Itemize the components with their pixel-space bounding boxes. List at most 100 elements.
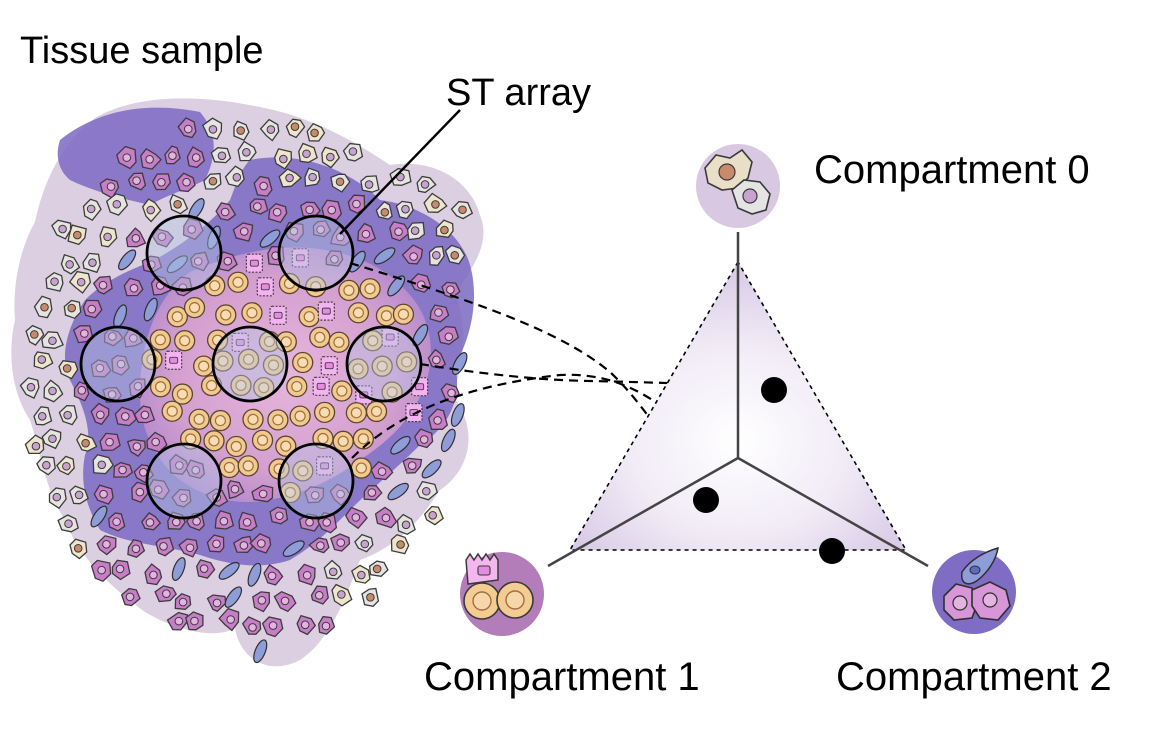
cell-nucleus [253, 202, 262, 211]
cell-nucleus [107, 390, 117, 399]
array-spot [211, 325, 289, 403]
cell-nucleus [357, 570, 366, 580]
cell-nucleus [450, 251, 460, 260]
cell-nucleus [132, 442, 142, 451]
cell-nucleus [230, 440, 242, 453]
cell-nucleus [223, 461, 235, 474]
cell-nucleus [145, 518, 155, 527]
cell-nucleus [37, 355, 47, 364]
cell-nucleus [88, 258, 97, 267]
cell-nucleus [232, 172, 242, 182]
compartment-1-label: Compartment 1 [424, 655, 700, 699]
cell-nucleus [67, 303, 77, 313]
cell-nucleus [175, 461, 184, 470]
cell-nucleus [407, 461, 417, 470]
cell-nucleus [115, 564, 125, 574]
cell-nucleus [376, 360, 388, 372]
cell-nucleus [179, 493, 188, 503]
cell-nucleus [125, 592, 135, 602]
cell-nucleus [96, 410, 105, 420]
array-spot [79, 325, 157, 403]
cell-nucleus [401, 356, 413, 368]
cell-nucleus [246, 307, 258, 319]
cell-nucleus [432, 355, 441, 365]
cell-nucleus [40, 302, 49, 312]
cell-nucleus [42, 460, 51, 470]
cell-nucleus [284, 486, 296, 499]
cell-nucleus [131, 234, 141, 243]
fibroblast-cell [450, 403, 465, 427]
cell-nucleus [129, 333, 138, 343]
cell-nucleus [330, 255, 339, 264]
cell-nucleus [62, 364, 72, 373]
cell-nucleus [317, 432, 329, 445]
cell-nucleus [385, 333, 395, 341]
arrow-spot-mid-right [419, 362, 750, 392]
fibroblast-cell [259, 229, 281, 248]
cell-nucleus [74, 490, 84, 500]
cell-nucleus [377, 467, 387, 476]
cell-nucleus [357, 433, 369, 445]
fibroblast-cell [282, 540, 305, 558]
cell-nucleus [333, 336, 345, 348]
cell-nucleus [214, 414, 227, 427]
cell-nucleus [226, 615, 235, 624]
cell-nucleus [361, 229, 371, 239]
cell-nucleus [247, 413, 259, 425]
cell-nucleus [256, 434, 269, 446]
cell-nucleus [351, 513, 361, 522]
cell-nucleus [348, 147, 358, 156]
fibroblast-cell [373, 247, 396, 265]
cell-nucleus [64, 519, 73, 529]
cell-nucleus [223, 256, 233, 266]
cell-nucleus [337, 590, 346, 599]
cell-nucleus [108, 332, 117, 341]
cell-nucleus [208, 125, 218, 134]
cell-nucleus [105, 437, 114, 447]
cell-nucleus [297, 465, 309, 477]
fibroblast-cell [90, 505, 108, 528]
cell-nucleus [242, 518, 252, 527]
cell-nucleus [321, 307, 331, 315]
cell-nucleus [302, 149, 311, 159]
cell-nucleus [208, 176, 218, 186]
compartment-2-label: Compartment 2 [836, 655, 1112, 699]
cell-nucleus [80, 329, 89, 338]
cell-nucleus [314, 331, 326, 343]
fibroblast-cell [412, 323, 429, 347]
cell-nucleus [364, 180, 374, 189]
cell-nucleus [263, 335, 276, 348]
cell-nucleus [289, 226, 299, 236]
cell-nucleus [37, 412, 47, 421]
cell-nucleus [97, 460, 107, 470]
cell-nucleus [397, 308, 410, 320]
cell-nucleus [198, 360, 210, 372]
cell-nucleus [112, 199, 122, 209]
cell-nucleus [173, 200, 182, 209]
mixture-point [819, 538, 845, 564]
cell-nucleus [98, 280, 108, 290]
cell-nucleus [242, 460, 254, 472]
cell-nucleus [433, 416, 442, 425]
cell-nucleus [446, 285, 455, 295]
cell-nucleus [174, 616, 184, 626]
cell-nucleus [396, 540, 405, 549]
cell-nucleus [266, 125, 276, 134]
cell-nucleus [401, 520, 411, 530]
cell-nucleus [208, 435, 220, 447]
cell-nucleus [259, 181, 268, 191]
cell-nucleus [212, 598, 222, 608]
cell-nucleus [133, 381, 143, 391]
cell-nucleus [191, 153, 201, 162]
compartment-0-label: Compartment 0 [814, 148, 1090, 192]
cell-nucleus [380, 310, 393, 322]
cell-nucleus [168, 151, 177, 160]
cell-nucleus [149, 570, 158, 580]
cell-nucleus [336, 385, 348, 397]
cell-nucleus [239, 541, 249, 550]
cell-nucleus [415, 383, 425, 391]
cell-nucleus [314, 591, 324, 600]
cell-nucleus [381, 513, 391, 523]
cell-nucleus [48, 386, 57, 396]
